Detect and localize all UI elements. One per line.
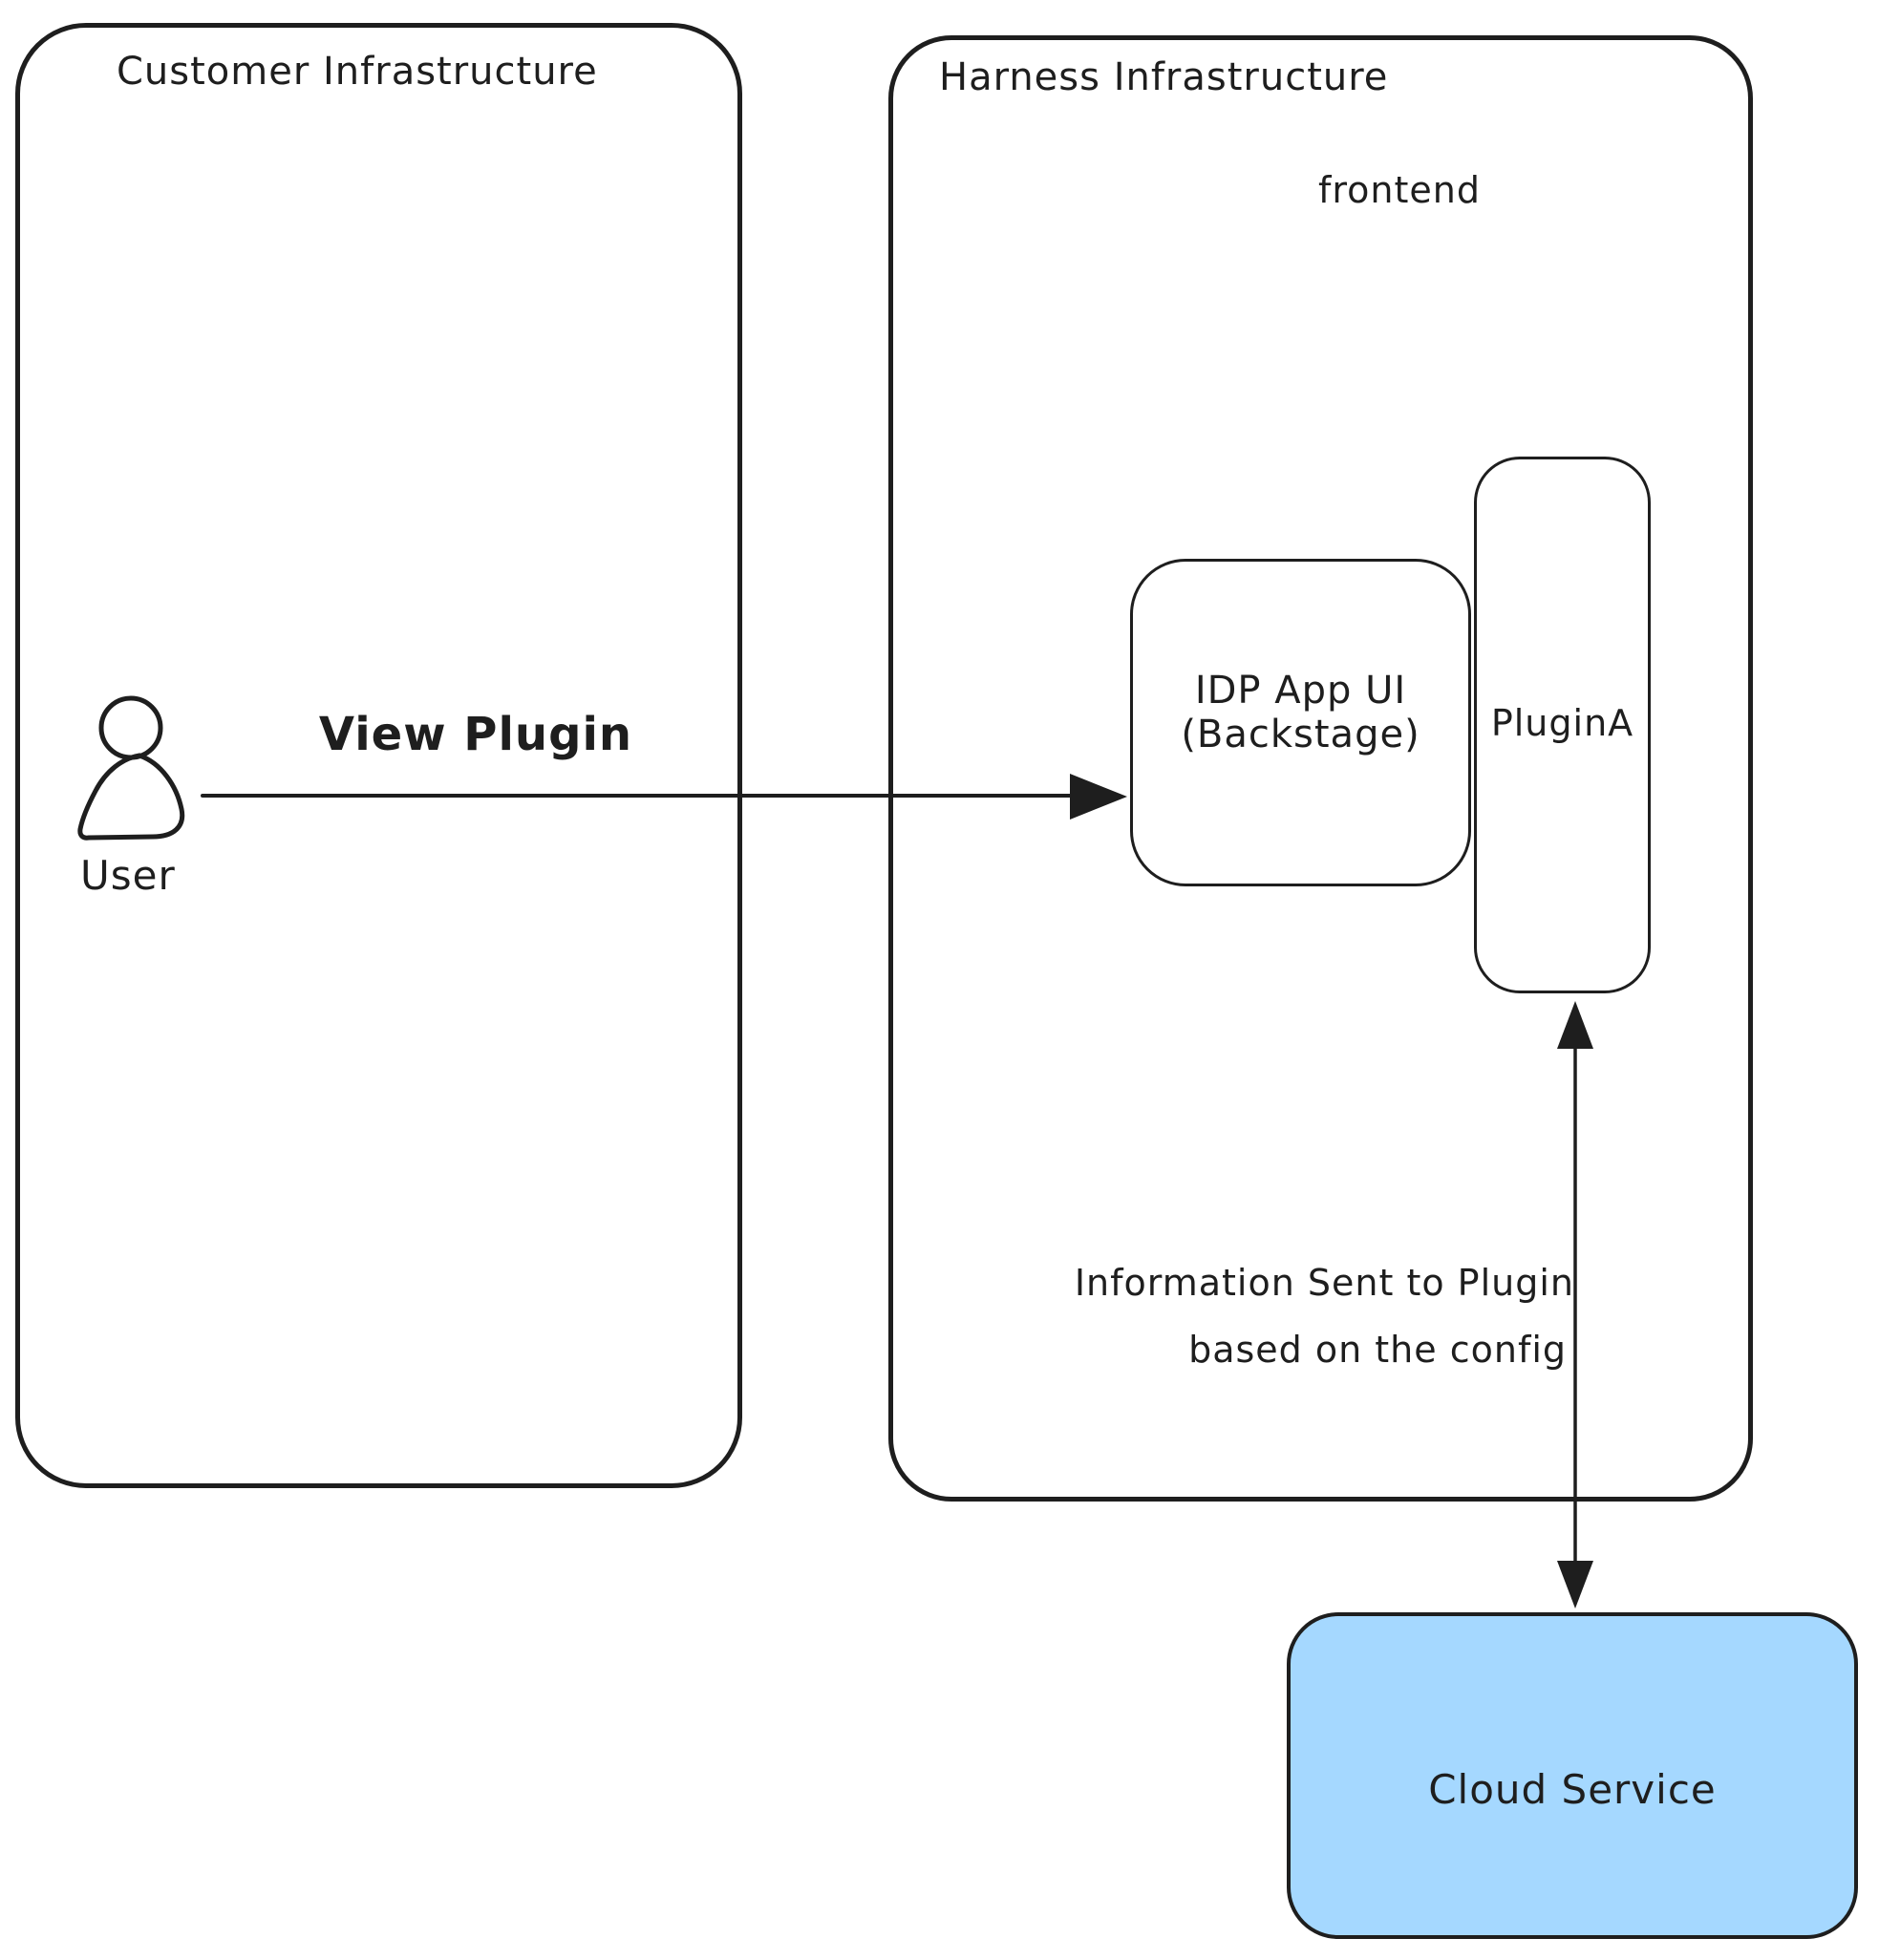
customer-infrastructure-box	[15, 23, 742, 1488]
cloud-service-label: Cloud Service	[1428, 1766, 1717, 1813]
info-flow-label-line1: Information Sent to Plugin	[1074, 1262, 1574, 1304]
user-label: User	[80, 852, 176, 899]
idp-app-ui-label-line2: (Backstage)	[1181, 713, 1420, 756]
plugin-a-label: PluginA	[1490, 702, 1634, 744]
cloud-service-box	[1287, 1612, 1858, 1939]
customer-infrastructure-label: Customer Infrastructure	[117, 50, 598, 94]
harness-infrastructure-box	[888, 35, 1753, 1502]
harness-infrastructure-label: Harness Infrastructure	[939, 55, 1389, 99]
info-flow-label-line2: based on the config	[1188, 1329, 1567, 1371]
view-plugin-arrow-label: View Plugin	[318, 708, 633, 761]
idp-app-ui-box	[1130, 559, 1471, 886]
plugin-a-box	[1474, 457, 1651, 993]
frontend-region-label: frontend	[1318, 169, 1481, 211]
idp-app-ui-label-line1: IDP App UI	[1194, 669, 1407, 713]
arrowhead-down	[1557, 1561, 1593, 1608]
idp-app-ui-label: IDP App UI (Backstage)	[1134, 669, 1467, 756]
